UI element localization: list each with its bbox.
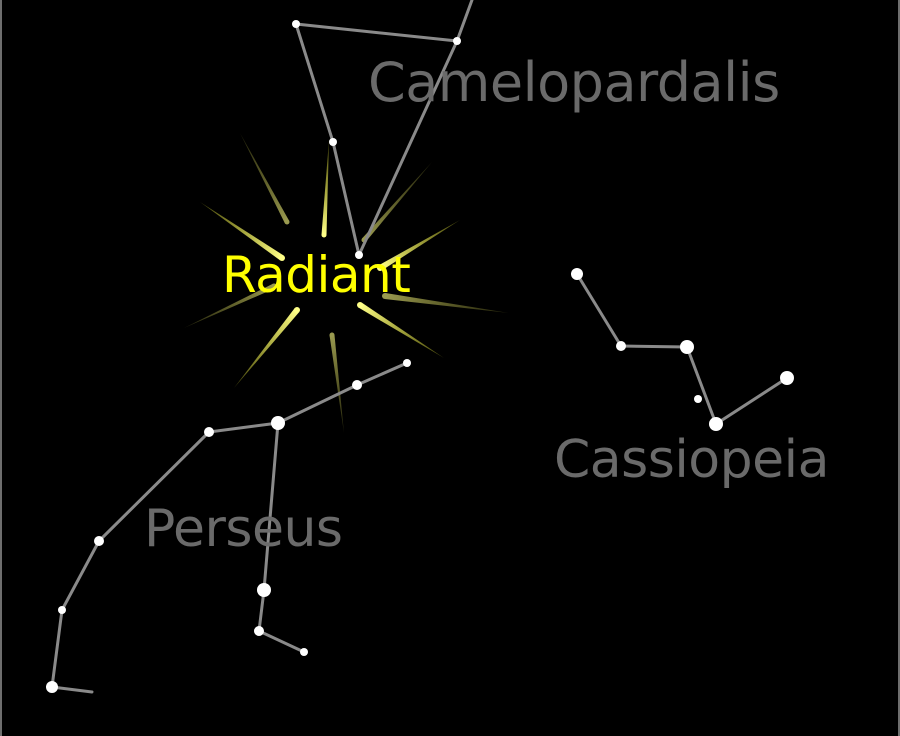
camelopardalis-line — [455, 0, 474, 43]
perseus-star-icon — [254, 626, 264, 636]
constellation-stars — [46, 20, 794, 693]
label-perseus: Perseus — [144, 499, 343, 559]
meteor-head-icon — [279, 255, 285, 261]
meteor-streak-icon — [329, 334, 344, 433]
perseus-star-icon — [352, 380, 362, 390]
camelopardalis-star-icon — [292, 20, 300, 28]
meteor-streak-icon — [234, 308, 300, 388]
cassiopeia-star-icon — [571, 268, 583, 280]
meteor-streak-icon — [240, 133, 290, 224]
perseus-line — [257, 629, 306, 654]
meteor-streak-icon — [384, 293, 509, 313]
perseus-star-icon — [403, 359, 411, 367]
camelopardalis-line — [294, 22, 335, 144]
perseus-line — [97, 430, 211, 543]
meteor-head-icon — [321, 232, 327, 238]
camelopardalis-line — [294, 22, 459, 43]
meteor-head-icon — [294, 307, 300, 313]
meteor-head-icon — [329, 332, 335, 338]
cassiopeia-star-icon — [616, 341, 626, 351]
cassiopeia-star-icon — [709, 417, 723, 431]
meteor-streak-icon — [321, 140, 329, 236]
cassiopeia-line — [714, 376, 789, 426]
camelopardalis-star-icon — [453, 37, 461, 45]
meteor-head-icon — [271, 283, 277, 289]
meteor-streak-icon — [378, 220, 460, 271]
meteor-streaks — [184, 133, 509, 433]
meteor-head-icon — [382, 293, 388, 299]
perseus-star-icon — [300, 648, 308, 656]
perseus-line — [207, 421, 280, 434]
perseus-line — [50, 685, 94, 694]
cassiopeia-star-icon — [780, 371, 794, 385]
perseus-star-icon — [94, 536, 104, 546]
cassiopeia-line — [685, 345, 718, 426]
perseus-star-icon — [46, 681, 58, 693]
label-cassiopeia: Cassiopeia — [554, 430, 829, 490]
camelopardalis-star-icon — [355, 251, 363, 259]
constellation-lines — [50, 0, 789, 694]
cassiopeia-line — [575, 272, 623, 348]
camelopardalis-line — [331, 140, 361, 257]
perseus-line — [60, 539, 101, 612]
meteor-head-icon — [357, 302, 363, 308]
meteor-head-icon — [377, 265, 383, 271]
meteor-head-icon — [284, 219, 290, 225]
meteor-streak-icon — [362, 162, 432, 242]
meteor-streak-icon — [358, 302, 444, 358]
camelopardalis-line — [357, 39, 459, 257]
perseus-line — [262, 421, 280, 592]
meteor-streak-icon — [200, 202, 284, 261]
perseus-star-icon — [257, 583, 271, 597]
meteor-streak-icon — [184, 283, 276, 328]
camelopardalis-star-icon — [329, 138, 337, 146]
perseus-star-icon — [204, 427, 214, 437]
label-camelopardalis: Camelopardalis — [368, 51, 780, 114]
perseus-star-icon — [271, 416, 285, 430]
perseus-line — [276, 383, 359, 425]
perseus-line — [50, 608, 64, 689]
label-radiant: Radiant — [222, 246, 411, 304]
cassiopeia-star-icon — [694, 395, 702, 403]
perseus-star-icon — [58, 606, 66, 614]
perseus-line — [355, 361, 409, 387]
cassiopeia-line — [619, 344, 689, 349]
cassiopeia-star-icon — [680, 340, 694, 354]
